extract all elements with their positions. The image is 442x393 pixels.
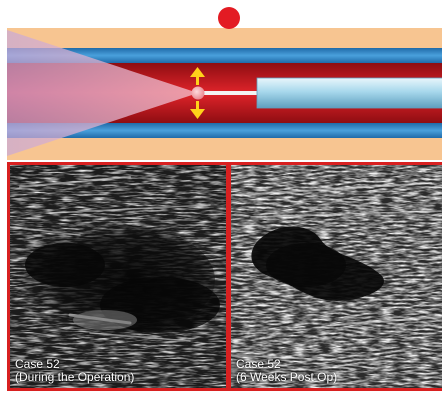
caption-during-operation: Case 52 (During the Operation)	[15, 358, 134, 384]
red-dot-icon	[218, 7, 240, 29]
ultrasound-image-during-operation: Case 52 (During the Operation)	[10, 165, 226, 388]
ultrasound-image-post-op: Case 52 (6 Weeks Post Op)	[231, 165, 442, 388]
laser-fiber	[204, 91, 258, 95]
caption-timing-label: (6 Weeks Post Op)	[236, 371, 337, 384]
caption-post-op: Case 52 (6 Weeks Post Op)	[236, 358, 337, 384]
fiber-tip	[192, 87, 205, 100]
ultrasound-panels: Case 52 (During the Operation)	[7, 162, 442, 391]
vein-schematic	[0, 0, 442, 160]
caption-timing-label: (During the Operation)	[15, 371, 134, 384]
catheter-probe	[257, 78, 442, 108]
